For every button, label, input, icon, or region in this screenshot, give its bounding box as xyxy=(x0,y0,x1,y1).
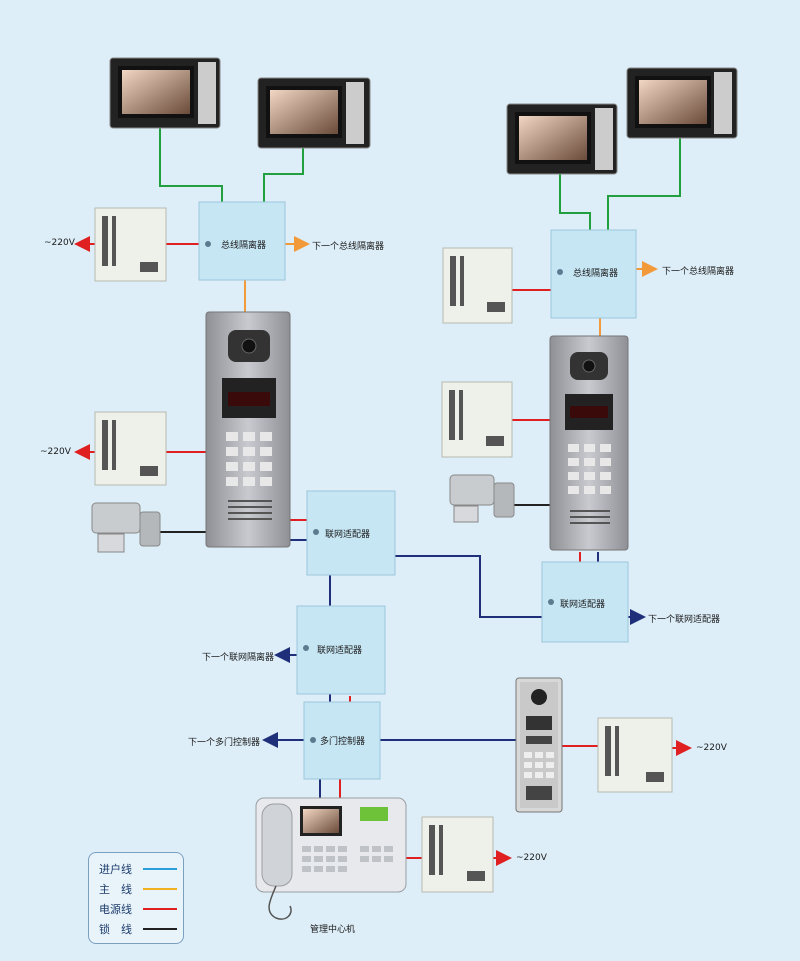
legend-label-incoming: 进户线 xyxy=(99,863,132,876)
management-center-label: 管理中心机 xyxy=(310,925,356,935)
network-adapter-label-right: 联网适配器 xyxy=(560,600,606,610)
electric-lock-left xyxy=(91,502,161,553)
network-adapter-box-right xyxy=(541,561,629,643)
legend-label-lock: 锁 线 xyxy=(99,923,132,936)
next-network-isolator-label: 下一个联网隔离器 xyxy=(202,653,275,663)
legend-label-power: 电源线 xyxy=(99,903,132,916)
indoor-monitor-4 xyxy=(626,67,738,139)
legend-swatch-incoming xyxy=(143,868,177,870)
legend-swatch-lock xyxy=(143,928,177,930)
bus-isolator-box-left xyxy=(198,201,286,281)
network-isolator-box xyxy=(296,605,386,695)
wires xyxy=(74,127,692,866)
next-multi-door-controller-label: 下一个多门控制器 xyxy=(188,738,261,748)
next-network-adapter-label: 下一个联网适配器 xyxy=(648,615,721,625)
ac-220v-label-3: ~220V xyxy=(696,743,727,753)
door-station-main-left xyxy=(205,311,291,548)
multi-door-controller-label: 多门控制器 xyxy=(320,737,366,747)
indoor-monitor-1 xyxy=(109,57,221,129)
management-center-unit xyxy=(255,797,407,920)
ac-220v-label-4: ~220V xyxy=(516,853,547,863)
network-adapter-box-center xyxy=(306,490,396,576)
legend-swatch-power xyxy=(143,908,177,910)
next-bus-isolator-label-left: 下一个总线隔离器 xyxy=(312,242,385,252)
ac-220v-label-1: ~220V xyxy=(44,238,75,248)
bus-isolator-box-right xyxy=(550,229,637,319)
indoor-monitor-2 xyxy=(257,77,371,149)
next-bus-isolator-label-right: 下一个总线隔离器 xyxy=(662,267,735,277)
door-station-main-right xyxy=(549,335,629,551)
indoor-monitor-3 xyxy=(506,103,618,175)
door-station-secondary xyxy=(515,677,563,813)
network-adapter-label-center: 联网适配器 xyxy=(325,530,371,540)
bus-isolator-label-right: 总线隔离器 xyxy=(573,269,619,279)
network-isolator-label: 联网适配器 xyxy=(317,646,363,656)
legend-swatch-main xyxy=(143,888,177,890)
bus-isolator-label-left: 总线隔离器 xyxy=(221,241,267,251)
multi-door-controller-box xyxy=(303,701,381,780)
legend: 进户线 主 线 电源线 锁 线 xyxy=(88,852,184,944)
ac-220v-label-2: ~220V xyxy=(40,447,71,457)
electric-lock-right xyxy=(449,474,515,523)
legend-label-main: 主 线 xyxy=(99,883,132,896)
